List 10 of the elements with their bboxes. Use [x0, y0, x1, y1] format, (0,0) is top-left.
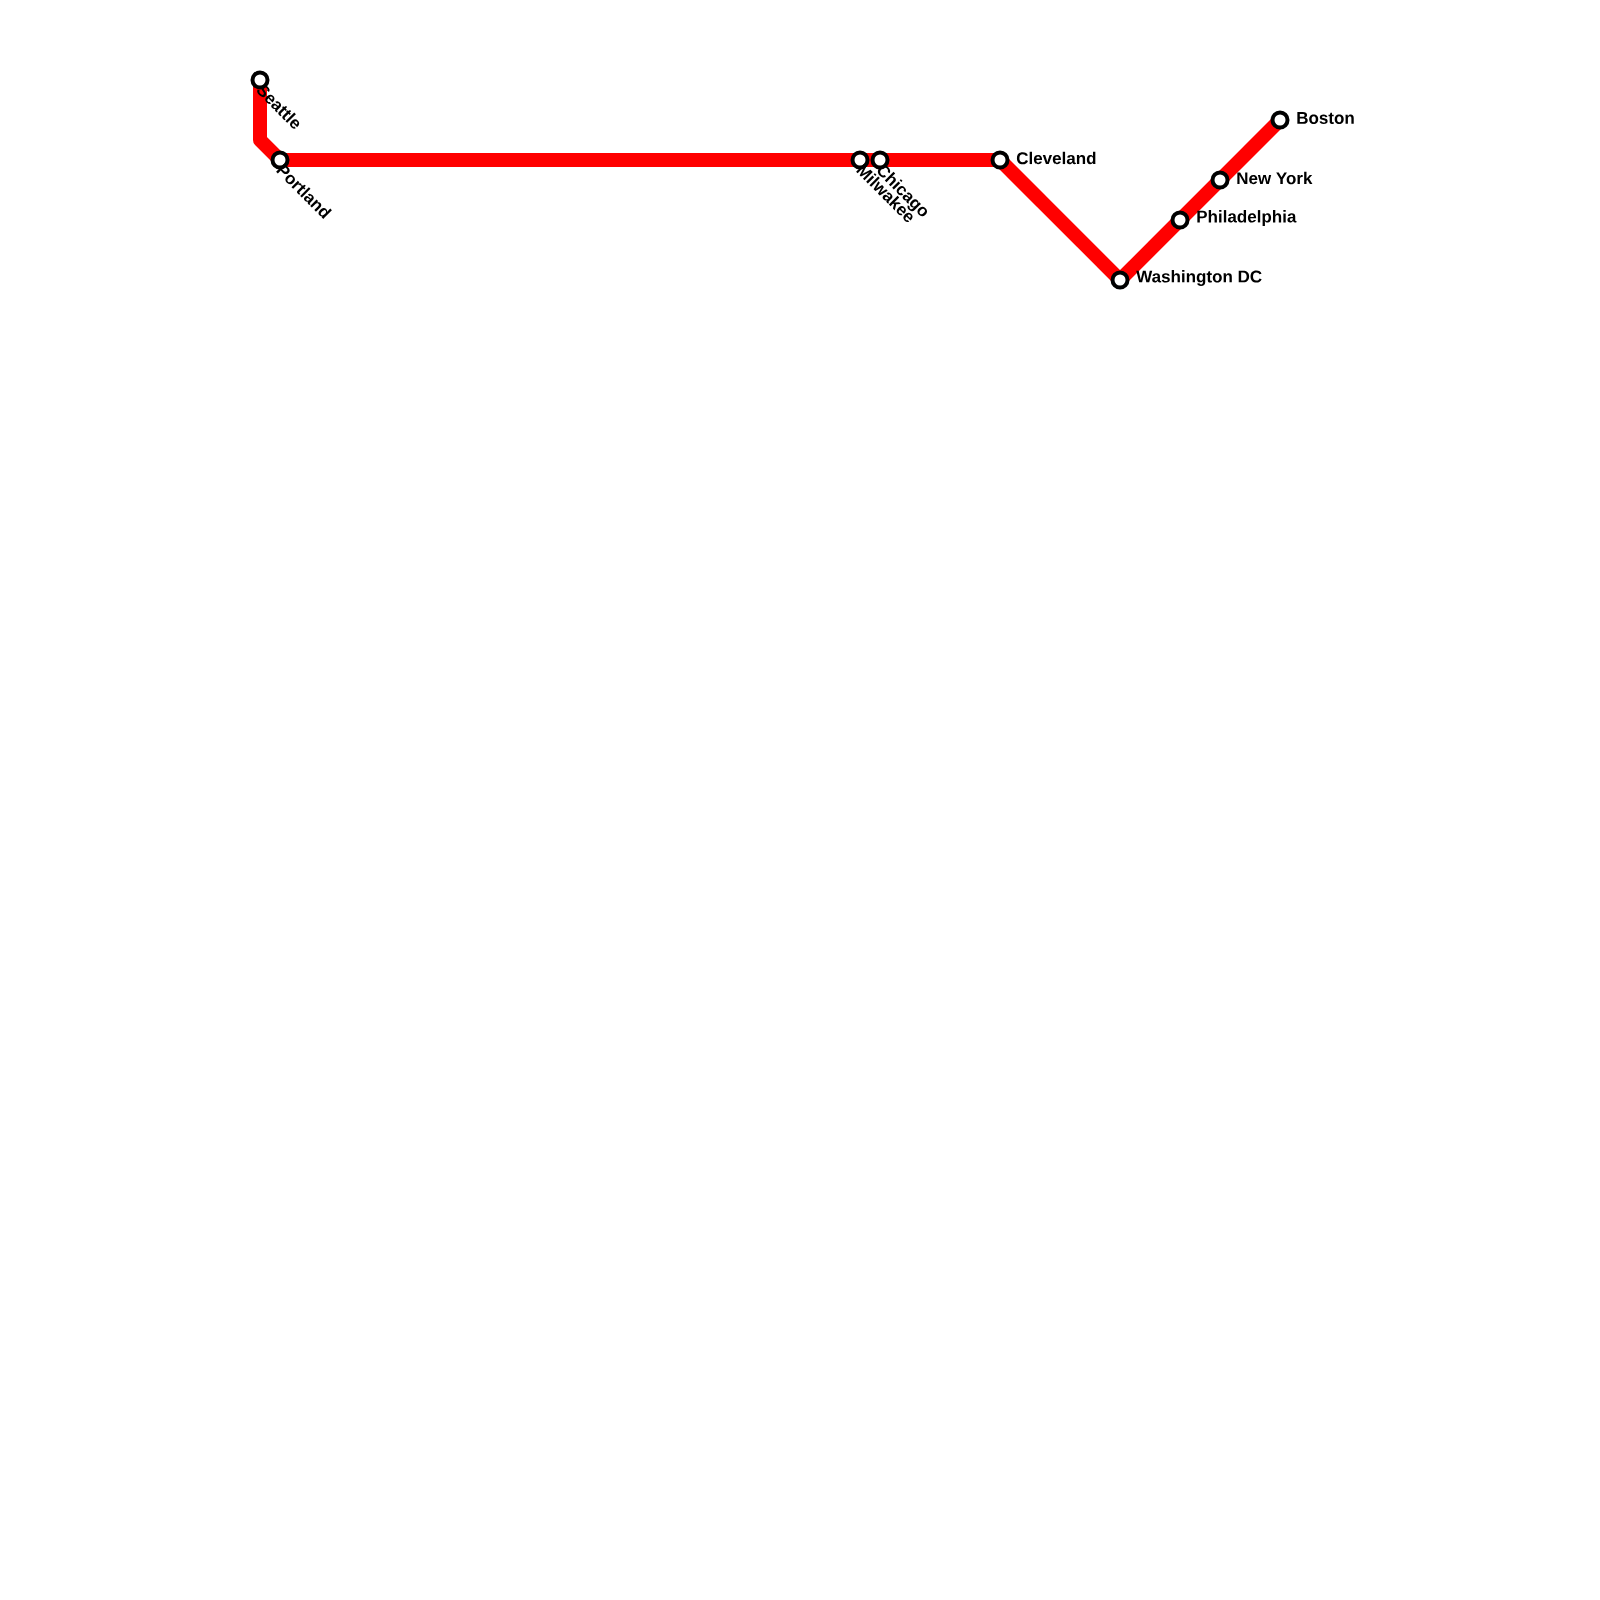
station: Washington DC — [1110, 270, 1262, 290]
node-label: Boston — [1297, 112, 1354, 124]
node-label: Cleveland — [1016, 151, 1096, 165]
node-label: Philadelphia — [1197, 210, 1297, 226]
station: New York — [1210, 170, 1313, 190]
node-label: New York — [1237, 171, 1313, 185]
node-label: Washington DC — [1136, 270, 1262, 286]
station: Boston — [1270, 110, 1354, 130]
station: Philadelphia — [1170, 210, 1297, 230]
station: Cleveland — [990, 150, 1096, 170]
